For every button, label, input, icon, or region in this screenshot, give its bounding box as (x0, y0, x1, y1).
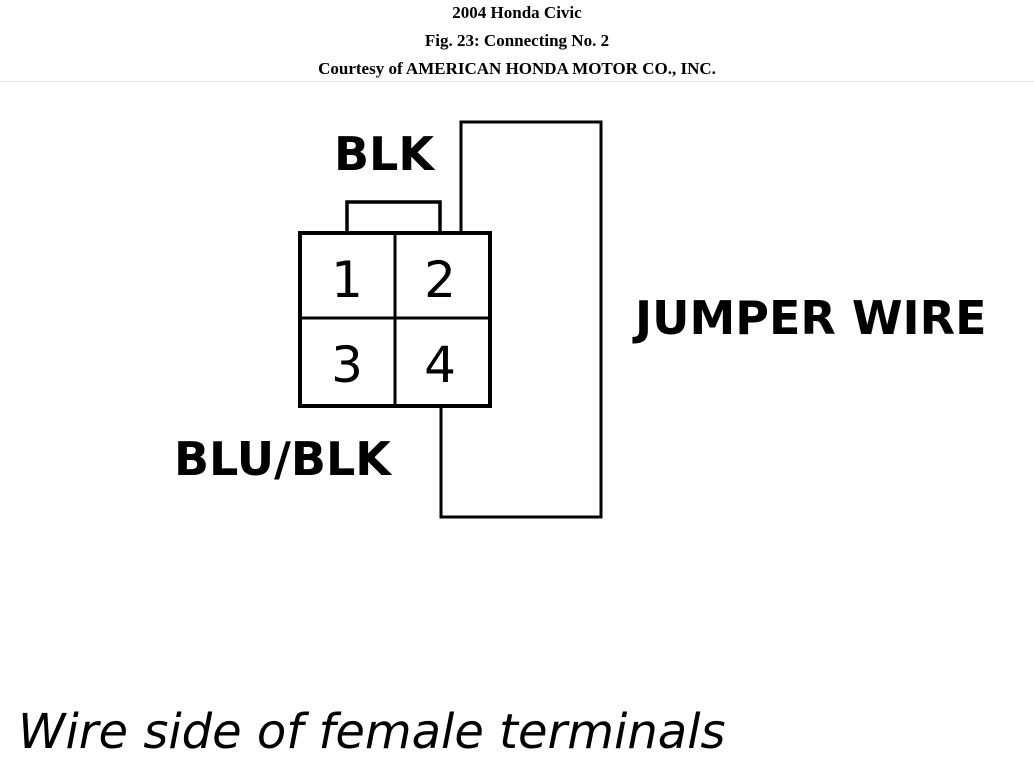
pin-4-label: 4 (424, 336, 456, 394)
header-divider (0, 81, 1034, 82)
wire-label-blu-blk: BLU/BLK (174, 432, 393, 486)
jumper-wire-label: JUMPER WIRE (632, 291, 987, 345)
jumper-wire (439, 120, 603, 519)
wire-label-blk: BLK (334, 127, 436, 181)
pin-1-label: 1 (331, 251, 363, 309)
pin-3-label: 3 (331, 336, 363, 394)
page-header: 2004 Honda Civic Fig. 23: Connecting No.… (0, 0, 1034, 82)
courtesy-line: Courtesy of AMERICAN HONDA MOTOR CO., IN… (318, 59, 716, 78)
figure-title: Fig. 23: Connecting No. 2 (424, 31, 610, 50)
connector-lock-tab (345, 200, 442, 233)
diagram-caption: Wire side of female terminals (18, 704, 726, 758)
vehicle-title: 2004 Honda Civic (452, 3, 582, 22)
pin-2-label: 2 (424, 251, 456, 309)
